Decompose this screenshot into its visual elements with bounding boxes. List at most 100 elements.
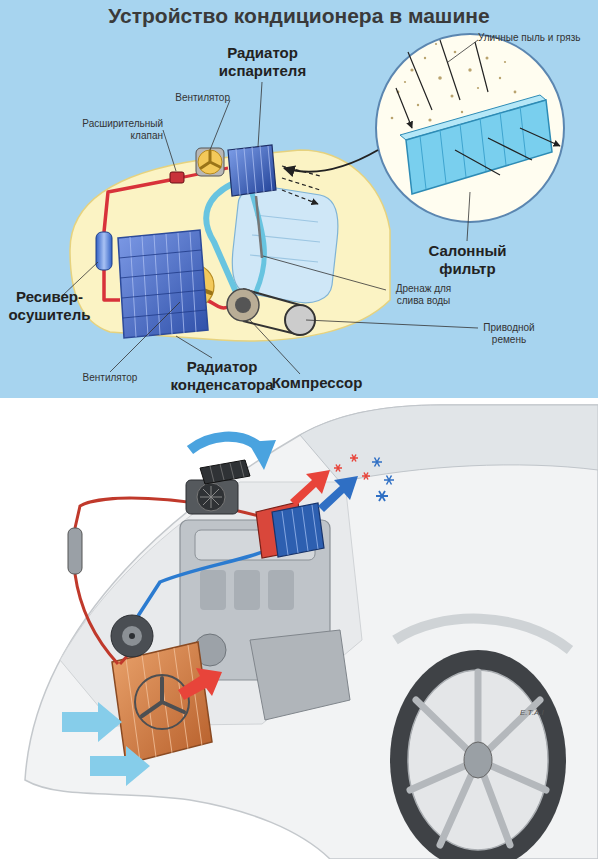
condenser-front: [135, 675, 189, 729]
receiver-dryer: [96, 232, 112, 270]
dust-particles: [468, 68, 471, 71]
dust-particles: [410, 68, 413, 71]
compressor: [227, 289, 259, 321]
receiver-dryer: [96, 232, 112, 270]
part-label: Ресивер- осушитель: [2, 288, 97, 323]
part-label: Радиатор испарителя: [205, 44, 320, 79]
evaporator-radiator: [228, 145, 276, 196]
blower: [186, 480, 238, 514]
snowflakes: [334, 465, 342, 472]
evaporator-fan: [201, 151, 220, 168]
snowflakes: [372, 458, 382, 467]
receiver-dryer-front: [68, 528, 82, 574]
evaporator-front: [282, 505, 318, 555]
leader-lines: [62, 40, 478, 374]
condenser-radiator: [119, 250, 206, 318]
expansion-valve: [170, 172, 184, 183]
engine-block: [232, 187, 338, 303]
blower: [186, 480, 238, 514]
refrigerant-pipes: [75, 498, 276, 664]
dust-particles: [451, 95, 454, 98]
cabin-filter-front: [200, 460, 250, 484]
dust-particles: [417, 104, 419, 106]
bottom-panel: [0, 398, 598, 859]
high-pressure-pipe: [104, 180, 170, 232]
cabin-filter: [400, 95, 552, 194]
evaporator-front: [272, 503, 324, 557]
dust-particles: [424, 57, 426, 59]
expansion-valve: [170, 172, 184, 183]
condenser-front: [112, 642, 212, 764]
outside-air-arrows: [62, 702, 122, 742]
dust-particles: [404, 81, 406, 83]
evaporator-fan: [196, 148, 224, 176]
dust-particles: [438, 76, 442, 80]
drain-tube: [256, 196, 262, 258]
outside-air-arrows: [62, 702, 150, 786]
cabin-air-arrows: [318, 476, 358, 512]
compressor-front: [111, 615, 153, 657]
part-label: Уличные пыль и грязь: [478, 32, 596, 44]
dust-particles: [514, 91, 517, 94]
low-pressure-pipe: [252, 193, 264, 292]
dust-particles: [486, 57, 489, 60]
evaporator-radiator: [236, 146, 272, 195]
watermark: E.T.A.I: [520, 708, 570, 717]
condenser-radiator: [130, 232, 196, 337]
compressor: [227, 289, 259, 321]
car-body: [25, 405, 598, 859]
car-body: [300, 405, 598, 482]
clean-air-arrows: [455, 128, 560, 175]
condenser-radiator: [118, 230, 208, 338]
dust-particles: [499, 77, 501, 79]
refrigerant-pipes: [75, 574, 118, 664]
evaporator-fan: [198, 150, 222, 174]
engine: [200, 570, 226, 610]
dust-particles: [504, 61, 506, 63]
engine: [268, 570, 294, 610]
snowflakes: [376, 491, 388, 501]
dust-particles: [477, 87, 479, 89]
filter-pointer-arrow: [284, 150, 378, 172]
part-label: Радиатор конденсатора: [162, 358, 282, 393]
high-pressure-pipe: [104, 270, 120, 300]
dust-particles: [461, 111, 463, 113]
intake-air-arrow: [190, 437, 276, 470]
condenser-front: [112, 642, 212, 764]
part-label: Вентилятор: [160, 92, 230, 104]
part-label: Вентилятор: [76, 372, 144, 384]
evaporator-front: [272, 503, 324, 557]
engine-block: [232, 187, 338, 303]
snowflakes: [384, 476, 394, 485]
cabin-air-arrows: [290, 470, 358, 512]
condenser-radiator: [118, 230, 208, 338]
car-body: [60, 482, 362, 726]
part-label: Дренаж для слива воды: [386, 283, 461, 307]
drain-tube: [256, 196, 262, 258]
snowflakes: [350, 455, 358, 462]
evaporator-radiator: [228, 145, 276, 196]
cabin-filter: [406, 100, 552, 194]
cabin-filter-front: [200, 460, 250, 484]
front-wheel: [408, 670, 548, 850]
part-label: Приводной ремень: [478, 322, 540, 346]
part-label: Расширительный клапан: [75, 118, 163, 142]
dust-particles: [428, 118, 431, 121]
outside-air-arrows: [90, 746, 150, 786]
front-wheel: [464, 742, 492, 778]
blower: [197, 483, 225, 511]
top-panel: [0, 0, 598, 398]
filter-pointer-arrow: [284, 150, 378, 172]
blower: [200, 486, 222, 508]
front-wheel: [390, 650, 566, 859]
leader-lines: [62, 40, 478, 374]
engine: [250, 630, 350, 720]
front-wheel: [410, 672, 546, 845]
clean-air-arrows: [455, 128, 560, 175]
compressor-front: [111, 615, 153, 657]
dust-particles: [435, 43, 437, 45]
car-body: [395, 619, 570, 650]
intake-air-arrow: [248, 440, 276, 470]
part-label: Компрессор: [262, 374, 372, 392]
